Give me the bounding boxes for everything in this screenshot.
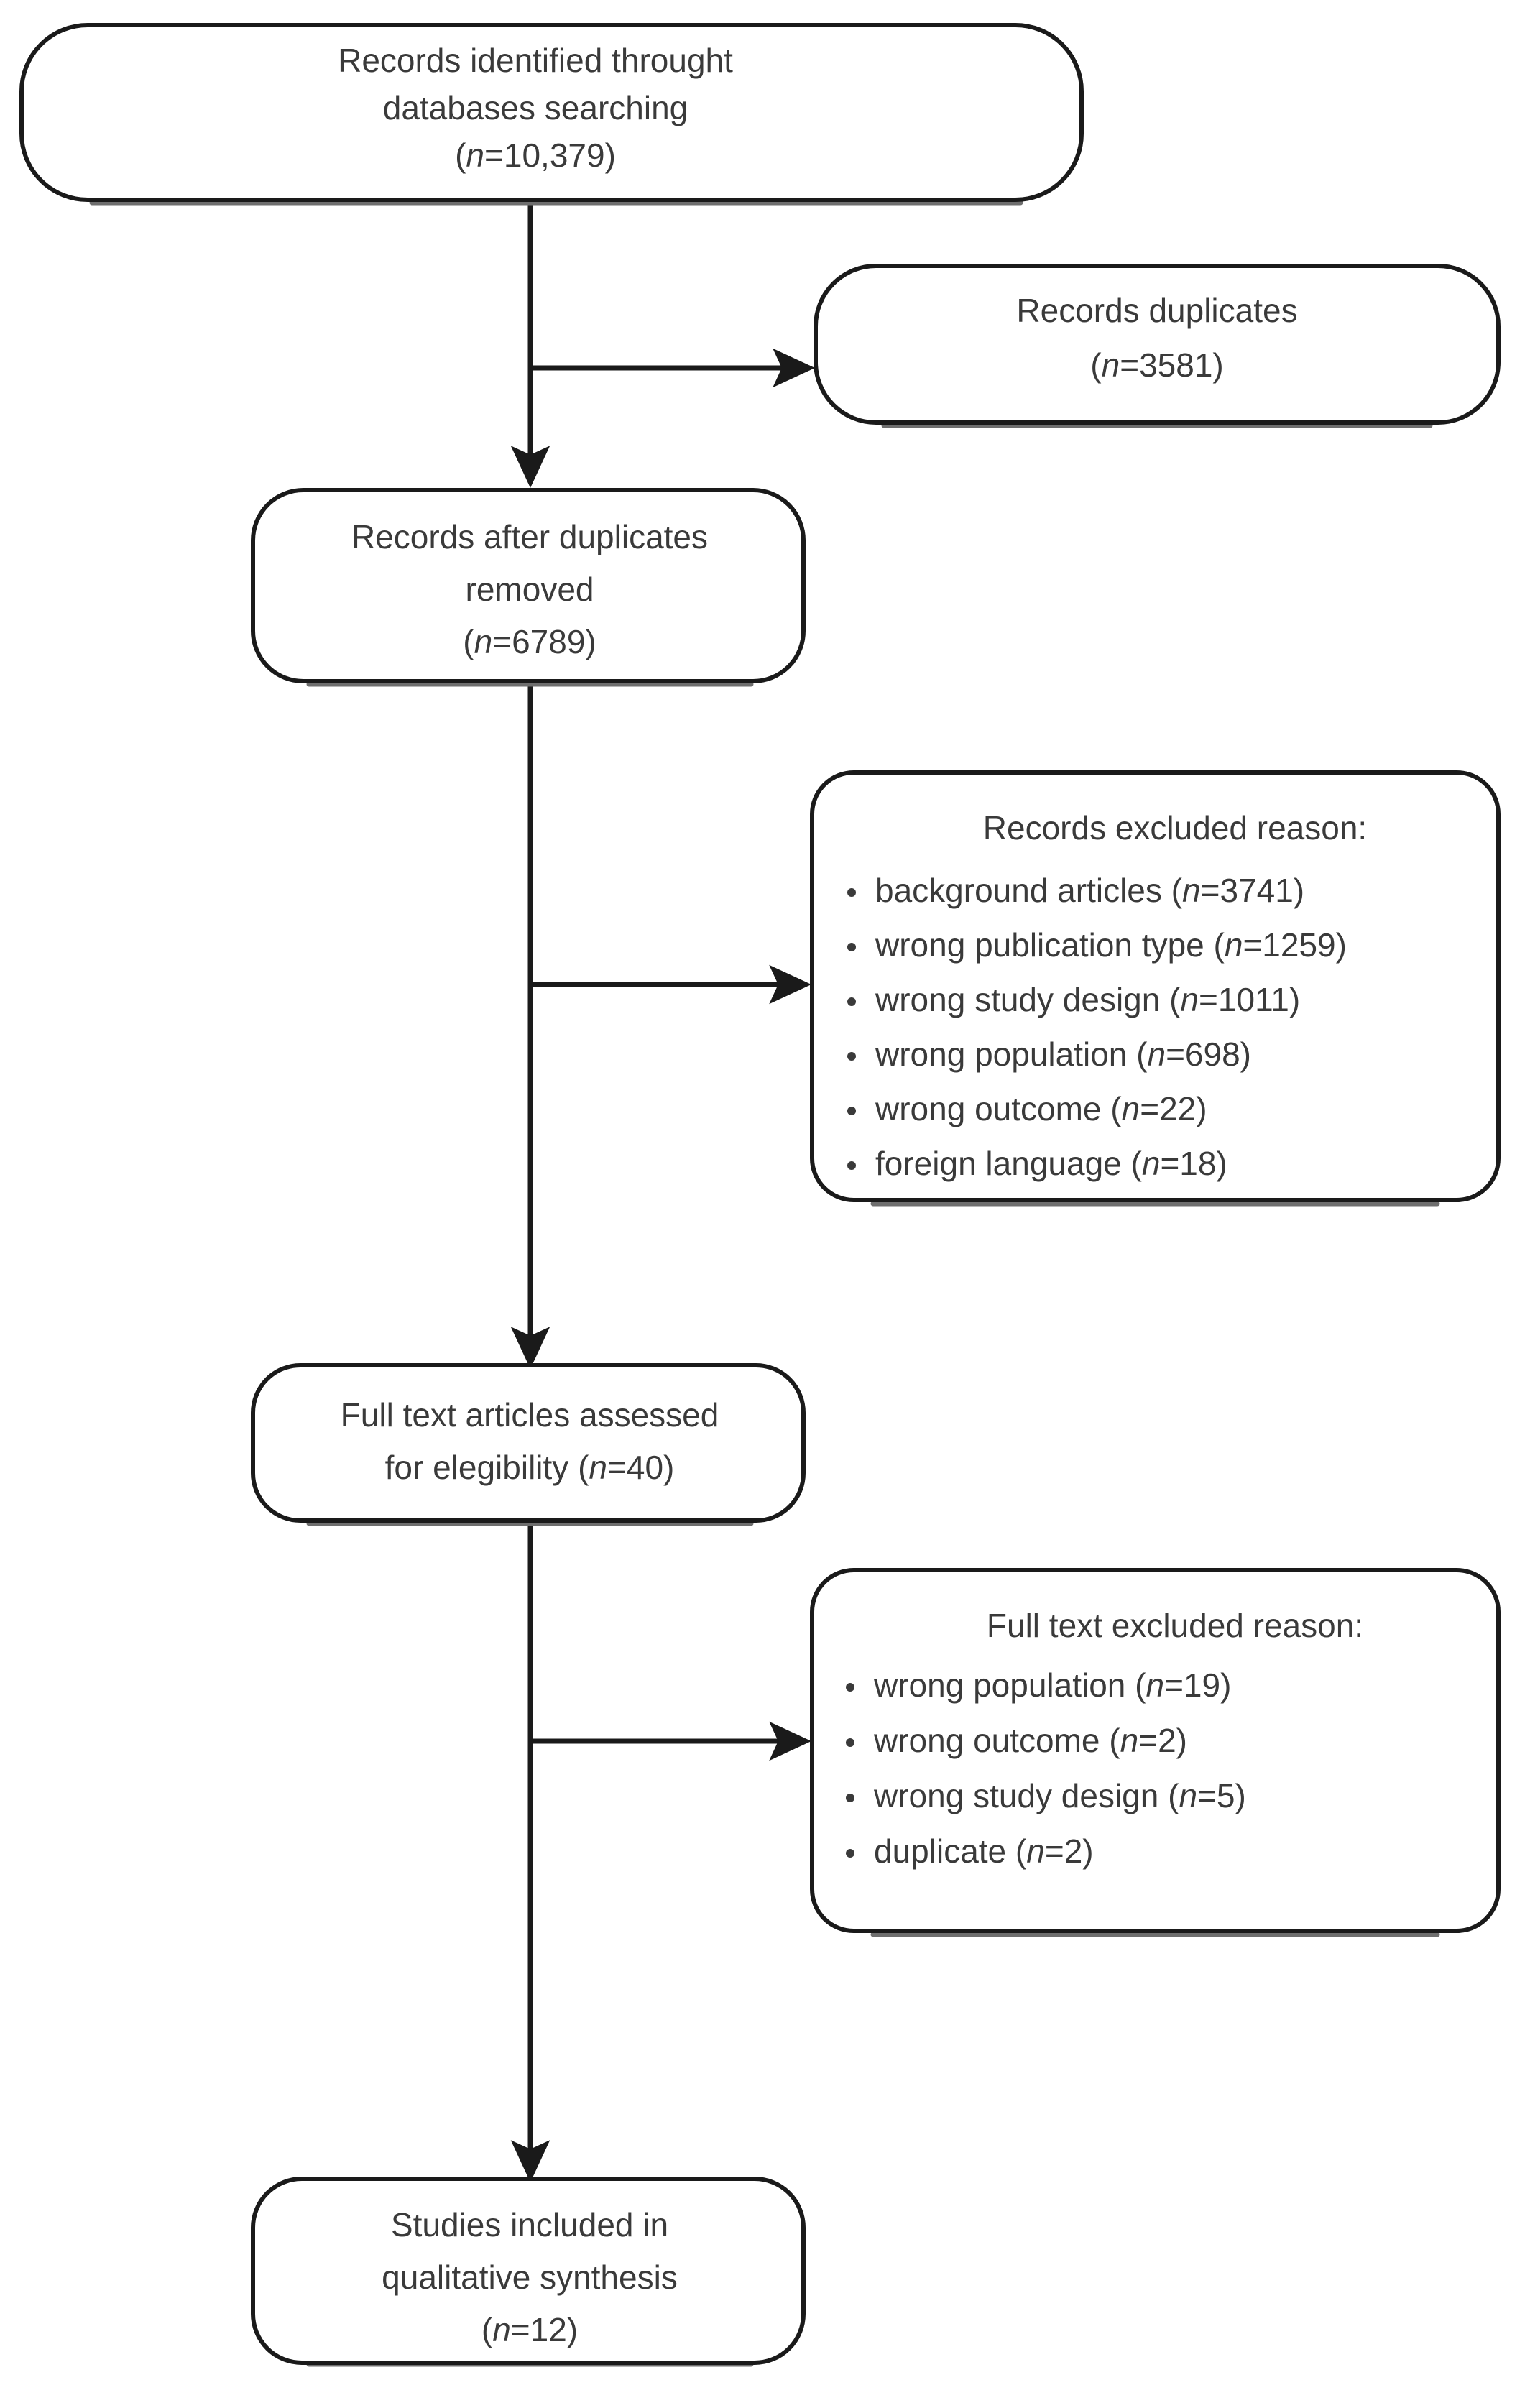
node-records-identified[interactable]: Records identified throught databases se… bbox=[19, 23, 1084, 206]
node-records-identified-count: (n=10,379) bbox=[455, 137, 616, 174]
node-records-after-duplicates-line1: Records after duplicates bbox=[351, 518, 708, 555]
bullet-dot-icon bbox=[846, 1794, 854, 1802]
node-records-duplicates-box bbox=[814, 264, 1501, 425]
bullet-dot-icon bbox=[846, 1683, 854, 1692]
node-records-duplicates[interactable]: Records duplicates (n=3581) bbox=[814, 264, 1501, 428]
bullet-dot-icon bbox=[847, 997, 856, 1006]
node-records-duplicates-line1: Records duplicates bbox=[1016, 292, 1297, 329]
bullet-dot-icon bbox=[847, 888, 856, 897]
node-records-excluded[interactable]: Records excluded reason: background arti… bbox=[810, 770, 1501, 1207]
node-records-excluded-bullet-2: wrong publication type (n=1259) bbox=[875, 926, 1347, 964]
node-full-text-assessed-line1: Full text articles assessed bbox=[341, 1396, 719, 1434]
node-full-text-assessed-line2: for elegibility (n=40) bbox=[385, 1449, 675, 1486]
bullet-dot-icon bbox=[847, 1107, 856, 1115]
node-full-text-excluded[interactable]: Full text excluded reason: wrong populat… bbox=[810, 1568, 1501, 1937]
bullet-dot-icon bbox=[846, 1849, 854, 1858]
node-records-excluded-bullet-1: background articles (n=3741) bbox=[875, 872, 1304, 909]
bullet-dot-icon bbox=[846, 1738, 854, 1747]
node-studies-included[interactable]: Studies included in qualitative synthesi… bbox=[251, 2177, 806, 2367]
node-records-identified-box bbox=[19, 23, 1084, 202]
node-records-identified-line2: databases searching bbox=[383, 89, 688, 126]
node-records-excluded-heading: Records excluded reason: bbox=[983, 809, 1367, 847]
node-records-excluded-bullet-6: foreign language (n=18) bbox=[875, 1145, 1227, 1182]
node-full-text-assessed[interactable]: Full text articles assessed for elegibil… bbox=[251, 1363, 806, 1526]
node-full-text-excluded-box bbox=[810, 1568, 1501, 1933]
node-studies-included-line2: qualitative synthesis bbox=[382, 2259, 678, 2296]
node-records-excluded-bullet-4: wrong population (n=698) bbox=[875, 1035, 1251, 1073]
node-full-text-assessed-box bbox=[251, 1363, 806, 1523]
connector-group bbox=[510, 200, 815, 2182]
node-full-text-excluded-bullet-1: wrong population (n=19) bbox=[873, 1666, 1231, 1704]
node-records-after-duplicates-count: (n=6789) bbox=[463, 623, 596, 660]
node-studies-included-line1: Studies included in bbox=[391, 2206, 668, 2243]
node-full-text-excluded-bullet-3: wrong study design (n=5) bbox=[873, 1777, 1246, 1814]
node-studies-included-count: (n=12) bbox=[481, 2311, 578, 2348]
bullet-dot-icon bbox=[847, 1161, 856, 1170]
node-full-text-excluded-bullet-4: duplicate (n=2) bbox=[874, 1832, 1094, 1870]
node-records-excluded-bullet-5: wrong outcome (n=22) bbox=[875, 1090, 1207, 1127]
node-records-after-duplicates-box bbox=[251, 488, 806, 683]
node-full-text-excluded-bullet-2: wrong outcome (n=2) bbox=[873, 1722, 1187, 1759]
node-full-text-excluded-heading: Full text excluded reason: bbox=[987, 1607, 1363, 1644]
node-records-after-duplicates-line2: removed bbox=[466, 571, 594, 608]
node-records-duplicates-count: (n=3581) bbox=[1090, 346, 1223, 384]
bullet-dot-icon bbox=[847, 943, 856, 951]
node-studies-included-box bbox=[251, 2177, 806, 2365]
bullet-dot-icon bbox=[847, 1052, 856, 1061]
node-records-excluded-box bbox=[810, 770, 1501, 1202]
node-records-excluded-bullet-3: wrong study design (n=1011) bbox=[875, 981, 1300, 1018]
node-records-after-duplicates[interactable]: Records after duplicates removed (n=6789… bbox=[251, 488, 806, 687]
node-records-identified-line1: Records identified throught bbox=[338, 42, 733, 79]
